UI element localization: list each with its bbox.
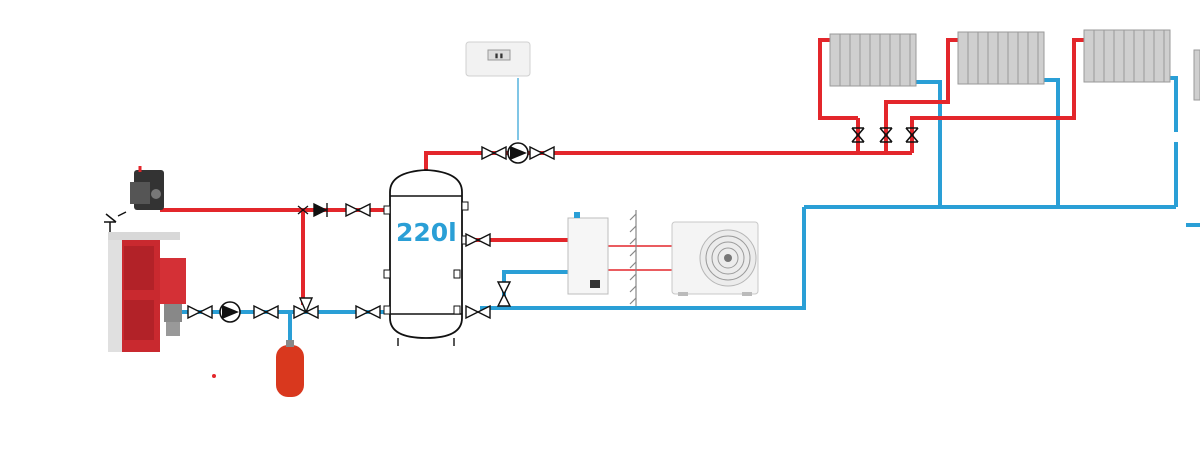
flow-pipes [160,38,1086,305]
mixing-valve-icon [293,297,319,320]
radiator-4-partial [1193,49,1200,101]
valve-icon [187,304,213,320]
valve-icon [905,127,919,143]
check-valve-icon [313,202,328,218]
refrigerant-lines [608,245,672,271]
pipe-return-radiator-2 [1044,78,1060,207]
pipe-return-radiator-1 [914,80,942,207]
pipe-flow-radiator-3 [910,38,1086,153]
valve-icon [851,127,865,143]
pipe-return-riser [480,207,806,310]
valve-icon [345,202,371,218]
valve-icon [529,145,555,161]
valve-icon [496,281,512,307]
radiator-2 [957,31,1045,85]
radiator-1 [829,33,917,87]
thermostat-icon: ▮▮ [465,41,531,77]
heat-pump-outdoor-icon [671,221,759,296]
valve-icon [481,145,507,161]
radiator-3 [1083,29,1171,83]
bypass-cross [297,205,309,215]
pipe-return-heat-pump [502,270,568,308]
pipe-return-radiator-3 [1168,76,1178,132]
heat-pump-indoor-icon [567,212,609,295]
valve-icon [253,304,279,320]
valve-icon [465,232,491,248]
valve-icon [879,127,893,143]
boiler-circuit [187,202,381,323]
expansion-vessel-icon [276,340,304,397]
pump-icon [507,142,529,164]
radiator-circuit [465,142,555,320]
boiler-icon [104,166,216,378]
pump-icon [219,301,241,323]
radiator-valves [851,127,919,143]
radiator-icon [829,29,1200,101]
tank-volume-label: 220l [396,218,457,247]
pipe-flow-radiator-2 [884,38,960,153]
wall [629,210,637,306]
pipe-flow-tank-top [424,151,858,174]
valve-icon [465,304,491,320]
valve-icon [355,304,381,320]
buffer-tank [383,169,469,346]
return-pipes [180,76,1200,345]
svg-text:▮▮: ▮▮ [494,51,504,60]
